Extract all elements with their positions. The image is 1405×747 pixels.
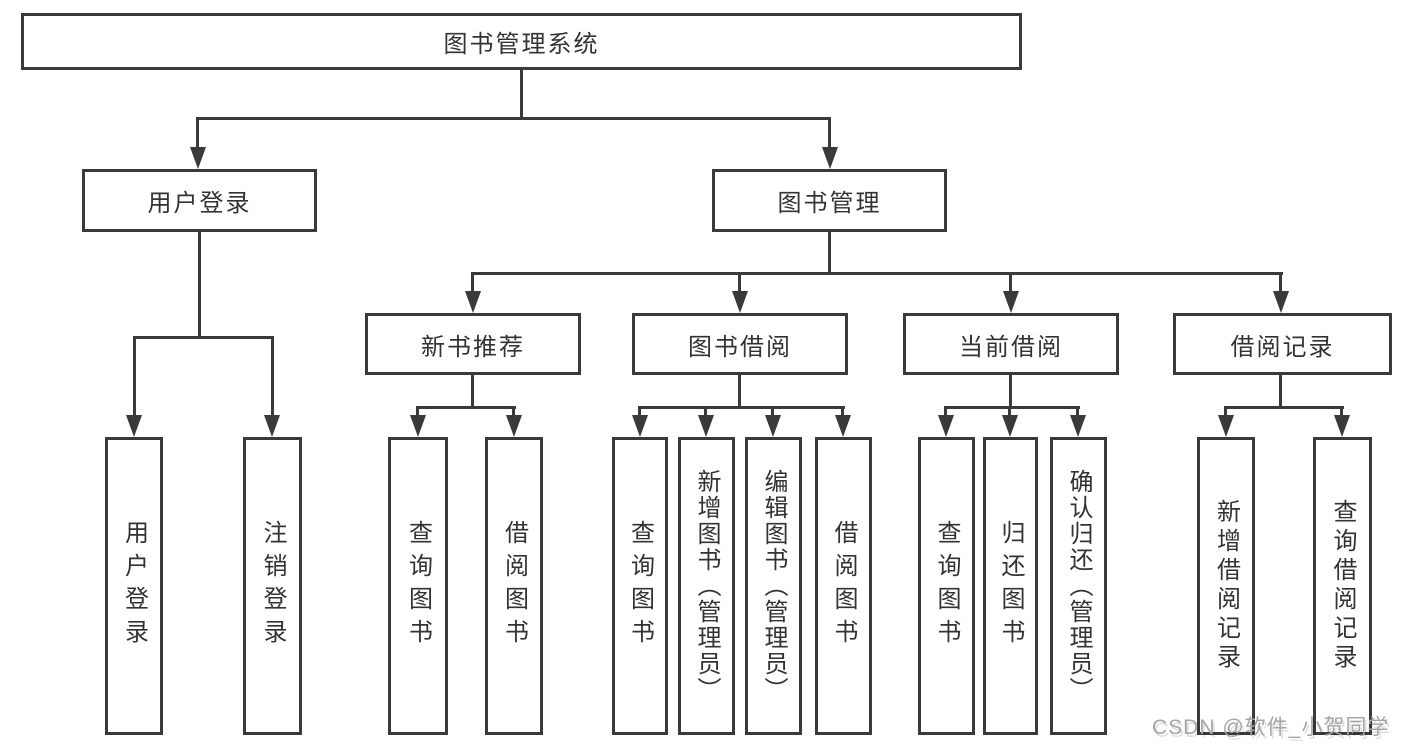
- leaf-query-books-recommend: 查询图书: [388, 437, 448, 735]
- node-label: 图书管理系统: [443, 31, 600, 58]
- connector-line: [133, 336, 274, 339]
- arrowhead-down-icon: [632, 415, 648, 437]
- node-label: 当前借阅: [959, 333, 1063, 361]
- connector-line: [197, 117, 831, 120]
- arrowhead-down-icon: [938, 415, 954, 437]
- node-label: 借阅图书: [500, 520, 528, 652]
- arrowhead-down-icon: [1218, 415, 1234, 437]
- connector-line: [738, 272, 741, 292]
- node-book-borrowing: 图书借阅: [632, 313, 848, 375]
- watermark: CSDN @软件_小贺同学: [1152, 716, 1390, 739]
- node-label: 新增图书（管理员）: [693, 469, 720, 703]
- arrowhead-down-icon: [1273, 291, 1289, 313]
- node-label: 借阅记录: [1230, 333, 1335, 361]
- node-label: 新增借阅记录: [1212, 499, 1240, 673]
- arrowhead-down-icon: [732, 291, 748, 313]
- node-label: 新书推荐: [421, 333, 525, 361]
- arrowhead-down-icon: [126, 415, 142, 437]
- connector-line: [471, 272, 474, 292]
- leaf-query-books-current: 查询图书: [918, 437, 975, 735]
- node-label: 用户登录: [120, 520, 148, 652]
- connector-line: [638, 406, 845, 409]
- node-book-management: 图书管理: [712, 169, 947, 232]
- node-user-login: 用户登录: [82, 169, 317, 232]
- arrowhead-down-icon: [264, 415, 280, 437]
- node-label: 查询图书: [404, 520, 432, 652]
- connector-line: [196, 117, 199, 148]
- connector-line: [1009, 272, 1012, 292]
- arrowhead-down-icon: [1334, 415, 1350, 437]
- connector-line: [520, 67, 523, 120]
- connector-line: [1224, 406, 1227, 416]
- connector-line: [512, 406, 515, 416]
- connector-line: [944, 406, 1080, 409]
- arrowhead-down-icon: [410, 415, 426, 437]
- arrowhead-down-icon: [465, 291, 481, 313]
- connector-line: [471, 374, 474, 409]
- connector-line: [1279, 272, 1282, 292]
- leaf-confirm-return-admin: 确认归还（管理员）: [1050, 437, 1107, 735]
- leaf-add-books-admin: 新增图书（管理员）: [678, 437, 735, 735]
- connector-line: [133, 336, 136, 416]
- connector-line: [1076, 406, 1079, 416]
- connector-line: [1009, 374, 1012, 409]
- arrowhead-down-icon: [822, 147, 838, 169]
- leaf-edit-books-admin: 编辑图书（管理员）: [745, 437, 802, 735]
- node-label: 确认归还（管理员）: [1065, 469, 1092, 703]
- connector-line: [828, 231, 831, 275]
- node-label: 用户登录: [147, 190, 252, 217]
- leaf-return-books: 归还图书: [983, 437, 1038, 735]
- node-label: 注销登录: [259, 520, 286, 652]
- connector-line: [704, 406, 707, 416]
- arrowhead-down-icon: [506, 415, 522, 437]
- arrowhead-down-icon: [698, 415, 714, 437]
- connector-line: [198, 231, 201, 337]
- leaf-logout-login: 注销登录: [243, 437, 302, 735]
- connector-line: [1279, 374, 1282, 409]
- connector-line: [271, 336, 274, 416]
- connector-line: [1224, 406, 1344, 409]
- connector-line: [841, 406, 844, 416]
- connector-line: [416, 406, 419, 416]
- node-label: 查询图书: [933, 520, 960, 652]
- arrowhead-down-icon: [1002, 415, 1018, 437]
- leaf-query-borrow-record: 查询借阅记录: [1313, 437, 1372, 735]
- node-label: 编辑图书（管理员）: [760, 469, 787, 703]
- node-label: 图书借阅: [688, 333, 792, 361]
- arrowhead-down-icon: [1003, 291, 1019, 313]
- leaf-borrow-books-borrowing: 借阅图书: [815, 437, 872, 735]
- node-new-book-recommendation: 新书推荐: [365, 313, 581, 375]
- connector-line: [1340, 406, 1343, 416]
- node-label: 借阅图书: [830, 520, 857, 652]
- arrowhead-down-icon: [835, 415, 851, 437]
- node-current-borrowing: 当前借阅: [903, 313, 1119, 375]
- leaf-user-login: 用户登录: [105, 437, 163, 735]
- node-library-system: 图书管理系统: [21, 13, 1022, 70]
- node-label: 查询图书: [626, 520, 654, 652]
- arrowhead-down-icon: [765, 415, 781, 437]
- connector-line: [738, 374, 741, 409]
- node-label: 查询借阅记录: [1329, 499, 1356, 673]
- connector-line: [638, 406, 641, 416]
- node-label: 归还图书: [997, 520, 1024, 652]
- connector-line: [944, 406, 947, 416]
- connector-line: [828, 117, 831, 148]
- arrowhead-down-icon: [1070, 415, 1086, 437]
- node-borrowing-records: 借阅记录: [1173, 313, 1392, 375]
- leaf-borrow-books-recommend: 借阅图书: [485, 437, 543, 735]
- leaf-query-books-borrowing: 查询图书: [612, 437, 668, 735]
- connector-line: [471, 272, 1283, 275]
- connector-line: [771, 406, 774, 416]
- arrowhead-down-icon: [190, 147, 206, 169]
- node-label: 图书管理: [777, 190, 882, 217]
- connector-line: [416, 406, 516, 409]
- connector-line: [1008, 406, 1011, 416]
- leaf-add-borrow-record: 新增借阅记录: [1197, 437, 1255, 735]
